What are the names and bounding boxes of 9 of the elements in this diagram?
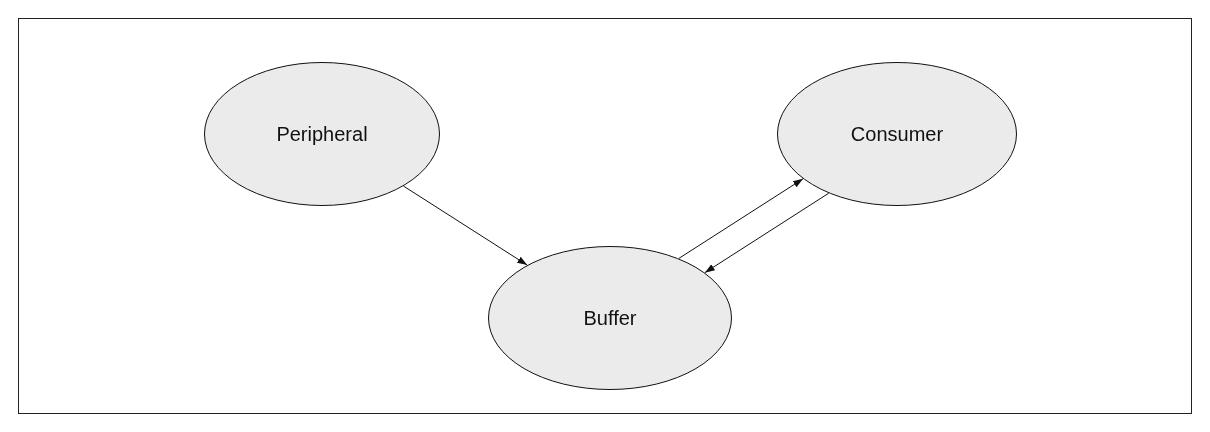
arrow	[678, 178, 804, 259]
node-label: Consumer	[850, 122, 944, 146]
arrow	[704, 192, 830, 274]
ellipse-node	[488, 246, 732, 390]
arrow	[403, 185, 528, 266]
ellipse-node	[204, 62, 440, 206]
ellipse-node	[777, 62, 1017, 206]
node-label: Buffer	[583, 306, 637, 330]
node-label: Peripheral	[276, 122, 368, 146]
